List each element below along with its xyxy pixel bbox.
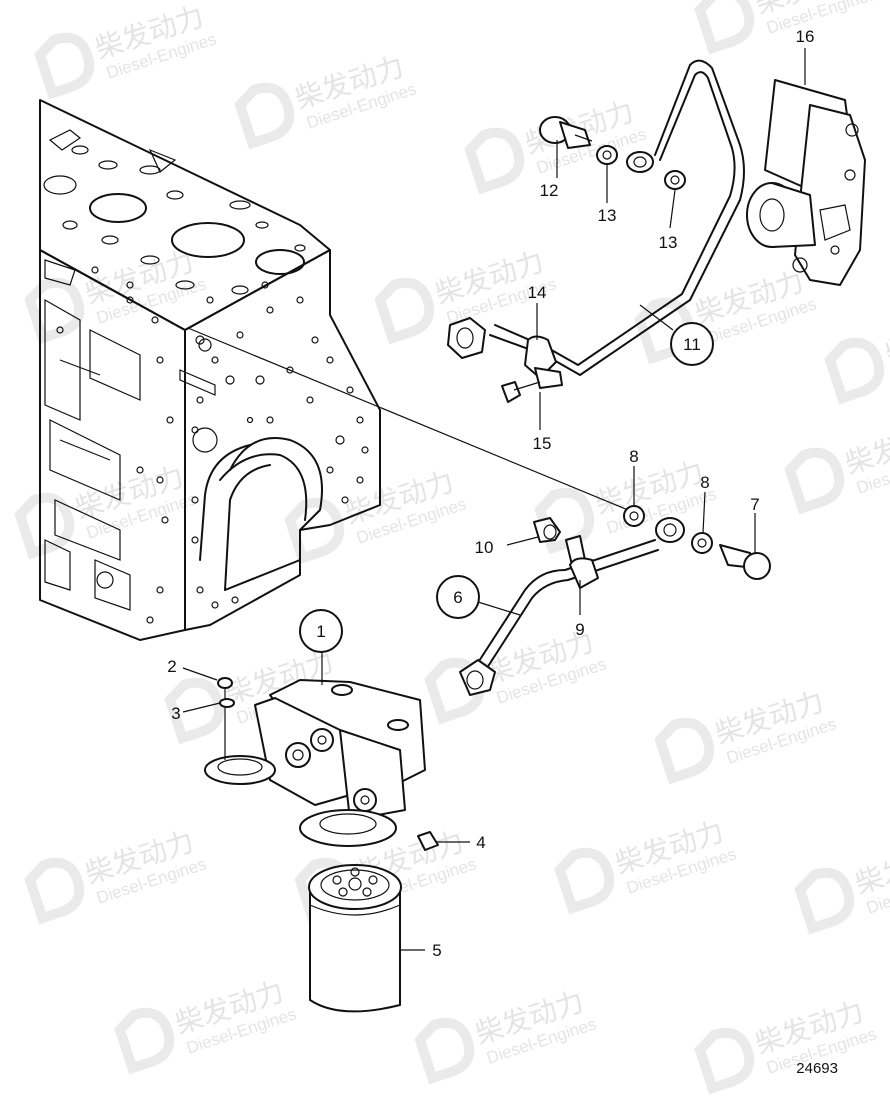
- figure-number: 24693: [796, 1060, 838, 1077]
- label-1: 1: [316, 622, 325, 641]
- watermark-logo: [24, 277, 85, 345]
- leader-lines: [182, 48, 806, 951]
- label-14: 14: [528, 283, 547, 302]
- watermark-logo: [824, 337, 885, 405]
- watermark-logo: [694, 0, 755, 55]
- watermark-logo: [464, 127, 525, 195]
- part-7-banjo-bolt: [719, 544, 771, 580]
- watermark-logo: [554, 847, 615, 915]
- part-6-pipe: [459, 517, 685, 696]
- callout-circles: [299, 322, 714, 653]
- part-5-filter: [308, 864, 402, 1013]
- watermark-logo: [114, 1007, 175, 1075]
- label-15: 15: [533, 434, 552, 453]
- part-3-seal-ring: [219, 698, 235, 708]
- watermark-logo: [374, 277, 435, 345]
- part-13-washer-a: [596, 145, 618, 165]
- part-9-clamp: [565, 535, 599, 589]
- assembly-line: [187, 327, 629, 511]
- watermark-text-cn: 柴发动力: [851, 835, 890, 901]
- part-12-banjo-bolt: [539, 116, 593, 149]
- part-1-filter-head: [204, 679, 426, 847]
- part-15-bolt: [501, 381, 541, 403]
- label-10: 10: [475, 538, 494, 557]
- part-8-washer-a: [623, 505, 645, 527]
- label-5: 5: [432, 941, 441, 960]
- part-labels: 16 12 13 13 14 11 15 8 8 7 10 6 9 1 2 3 …: [167, 27, 838, 1077]
- label-8a: 8: [629, 447, 638, 466]
- label-3: 3: [171, 704, 180, 723]
- label-6: 6: [453, 588, 462, 607]
- part-4-plug: [417, 831, 439, 851]
- part-14-clamp: [524, 335, 563, 389]
- engine-block: [39, 99, 381, 641]
- part-11-pipe: [447, 59, 745, 376]
- watermark-layer: 柴发动力Diesel-Engines柴发动力Diesel-Engines柴发动力…: [14, 0, 890, 1095]
- watermark-logo: [14, 492, 75, 560]
- watermark-logo: [794, 867, 855, 935]
- part-10-spacer: [533, 517, 561, 543]
- label-2: 2: [167, 657, 176, 676]
- label-12: 12: [540, 181, 559, 200]
- watermark-logo: [284, 497, 345, 565]
- watermark-logo: [34, 32, 95, 100]
- label-16: 16: [796, 27, 815, 46]
- watermark-logo: [784, 447, 845, 515]
- watermark-logo: [414, 1017, 475, 1085]
- label-13b: 13: [659, 233, 678, 252]
- watermark-logo: [234, 82, 295, 150]
- label-9: 9: [575, 620, 584, 639]
- part-8-washer-b: [691, 532, 713, 554]
- label-7: 7: [750, 495, 759, 514]
- watermark-logo: [24, 857, 85, 925]
- label-8b: 8: [700, 473, 709, 492]
- label-4: 4: [476, 833, 485, 852]
- watermark-logo: [164, 677, 225, 745]
- watermark-logo: [654, 717, 715, 785]
- label-13a: 13: [598, 206, 617, 225]
- part-13-washer-b: [664, 170, 686, 190]
- label-11: 11: [683, 335, 701, 354]
- watermark-text-cn: 柴发动力: [881, 305, 890, 371]
- part-16-pump: [746, 79, 866, 286]
- watermark-logo: [694, 1027, 755, 1095]
